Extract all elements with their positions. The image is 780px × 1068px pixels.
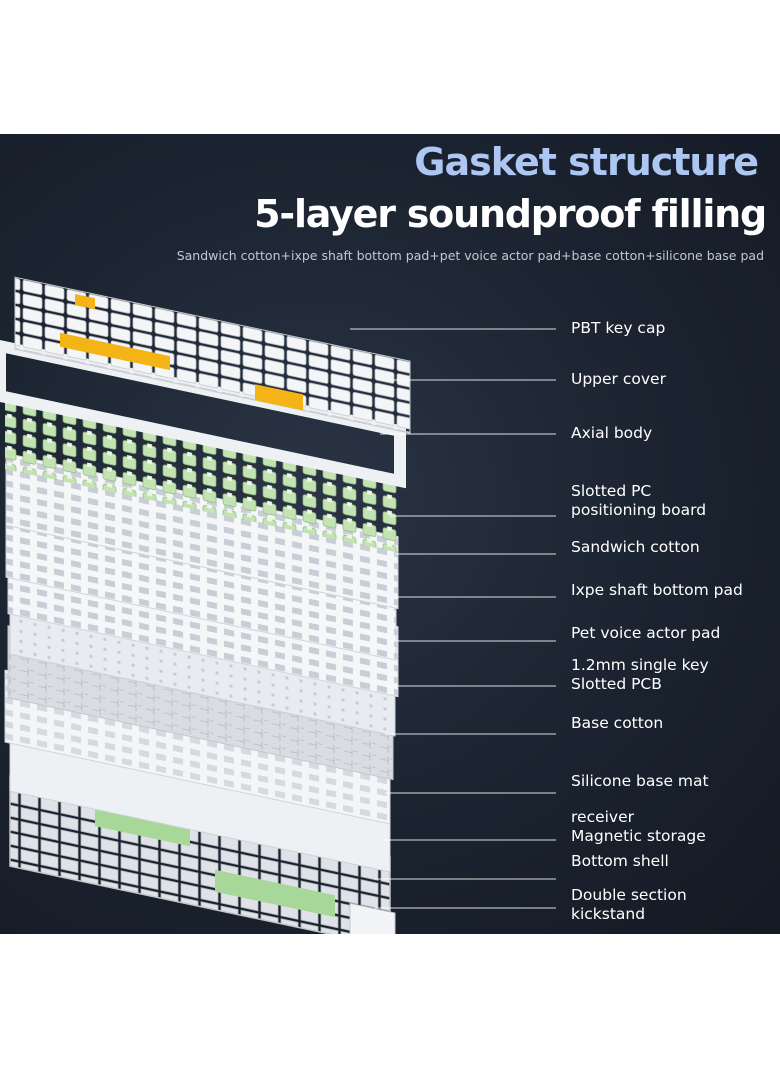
label-ixpe-pad: Ixpe shaft bottom pad xyxy=(571,581,743,600)
label-line: receiver xyxy=(571,808,635,826)
label-line: Sandwich cotton xyxy=(571,538,700,556)
label-line: Base cotton xyxy=(571,714,664,732)
label-line: Slotted PCB xyxy=(571,675,662,693)
label-line: PBT key cap xyxy=(571,319,666,337)
label-line: Axial body xyxy=(571,424,653,442)
keycap-layer xyxy=(14,276,411,434)
label-bottom-shell: Bottom shell xyxy=(571,852,669,871)
label-line: kickstand xyxy=(571,905,646,923)
label-line: positioning board xyxy=(571,501,707,519)
leader-lines xyxy=(350,328,556,909)
label-line: Upper cover xyxy=(571,370,666,388)
label-axial-body: Axial body xyxy=(571,424,652,443)
label-pet-pad: Pet voice actor pad xyxy=(571,624,720,643)
label-pbt-key-cap: PBT key cap xyxy=(571,319,665,338)
label-base-cotton: Base cotton xyxy=(571,714,663,733)
label-sandwich-cotton: Sandwich cotton xyxy=(571,538,700,557)
label-pcb: 1.2mm single key Slotted PCB xyxy=(571,656,709,694)
description: Sandwich cotton+ixpe shaft bottom pad+pe… xyxy=(176,248,764,263)
label-slotted-pc-board: Slotted PC positioning board xyxy=(571,482,706,520)
subtitle: 5-layer soundproof filling xyxy=(254,192,767,236)
label-silicone-mat: Silicone base mat xyxy=(571,772,709,791)
exploded-view-panel: Gasket structure 5-layer soundproof fill… xyxy=(0,134,780,934)
label-line: Silicone base mat xyxy=(571,772,709,790)
label-line: Pet voice actor pad xyxy=(571,624,721,642)
label-line: Slotted PC xyxy=(571,482,652,500)
label-line: Bottom shell xyxy=(571,852,669,870)
exploded-keyboard-illustration xyxy=(0,276,556,934)
label-kickstand: Double section kickstand xyxy=(571,886,687,924)
bottom-shell-layer xyxy=(9,775,396,934)
switch-layer xyxy=(5,397,400,554)
label-line: Ixpe shaft bottom pad xyxy=(571,581,743,599)
label-line: Double section xyxy=(571,886,687,904)
label-magnetic-storage: receiver Magnetic storage xyxy=(571,808,706,846)
label-line: 1.2mm single key xyxy=(571,656,709,674)
label-upper-cover: Upper cover xyxy=(571,370,666,389)
title: Gasket structure xyxy=(414,140,759,184)
label-line: Magnetic storage xyxy=(571,827,706,845)
